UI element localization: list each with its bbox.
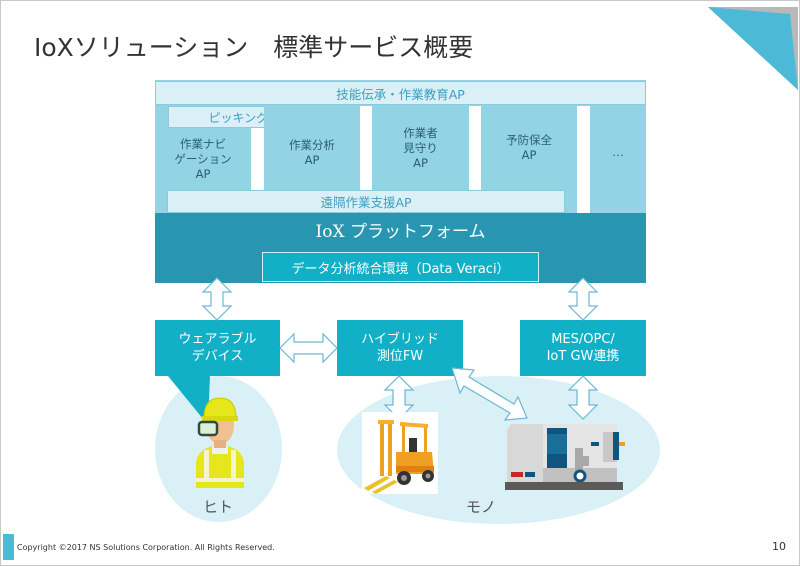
- arrow-platform-wearable: [201, 277, 233, 321]
- arrow-wearable-hybrid: [279, 332, 338, 364]
- predictive-maintenance-line2: AP: [521, 148, 537, 162]
- arrow-platform-mes: [567, 277, 599, 321]
- wearable-device-box[interactable]: ウェアラブルデバイス: [155, 320, 280, 376]
- footer-accent-bar: [3, 534, 14, 560]
- data-veraci-environment[interactable]: データ分析統合環境（Data Veraci）: [262, 252, 539, 282]
- arrow-hybrid-machine: [451, 367, 528, 421]
- work-analysis-line2: AP: [304, 153, 320, 167]
- worker-monitoring-line2: 見守り: [403, 140, 438, 155]
- work-analysis-line1: 作業分析: [289, 138, 335, 152]
- column-gap: [360, 106, 372, 190]
- wearable-callout-tail: [168, 376, 210, 425]
- more-ap[interactable]: …: [590, 106, 646, 215]
- skill-transfer-bar[interactable]: 技能伝承・作業教育AP: [155, 81, 646, 105]
- worker-monitoring-line3: AP: [413, 155, 428, 170]
- wearable-line1: ウェアラブル: [178, 332, 257, 347]
- column-gap: [251, 128, 264, 190]
- forklift-icon: [362, 412, 438, 494]
- things-group-label: モノ: [466, 498, 497, 516]
- mes-line2: IoT GW連携: [546, 349, 620, 364]
- column-gap: [469, 106, 481, 190]
- page-title: IoXソリューション 標準サービス概要: [34, 33, 474, 62]
- work-navigation-line1: 作業ナビ: [180, 136, 226, 151]
- copyright-text: Copyright ©2017 NS Solutions Corporation…: [17, 543, 275, 552]
- page-number: 10: [772, 540, 786, 553]
- iox-platform-title: IoX プラットフォーム: [315, 222, 486, 242]
- mes-line1: MES/OPC/: [551, 332, 615, 347]
- work-navigation-line2: ゲーション: [174, 151, 232, 166]
- hybrid-line1: ハイブリッド: [361, 332, 439, 347]
- remote-work-support-bar[interactable]: 遠隔作業支援AP: [167, 190, 565, 213]
- wearable-line2: デバイス: [191, 349, 244, 364]
- column-gap: [577, 106, 590, 215]
- worker-monitoring-line1: 作業者: [403, 125, 438, 140]
- ellipsis-label: …: [612, 145, 624, 159]
- predictive-maintenance-line1: 予防保全: [506, 133, 552, 147]
- worker-with-smartglasses-icon: [196, 397, 244, 488]
- arrow-mes-machine: [567, 375, 599, 420]
- hybrid-line2: 測位FW: [376, 349, 424, 364]
- mes-opc-gateway-box[interactable]: MES/OPC/IoT GW連携: [520, 320, 646, 376]
- human-group-label: ヒト: [203, 498, 234, 516]
- hybrid-positioning-box[interactable]: ハイブリッド測位FW: [337, 320, 463, 376]
- machine-tool-icon: [505, 424, 625, 490]
- work-navigation-line3: AP: [195, 166, 211, 181]
